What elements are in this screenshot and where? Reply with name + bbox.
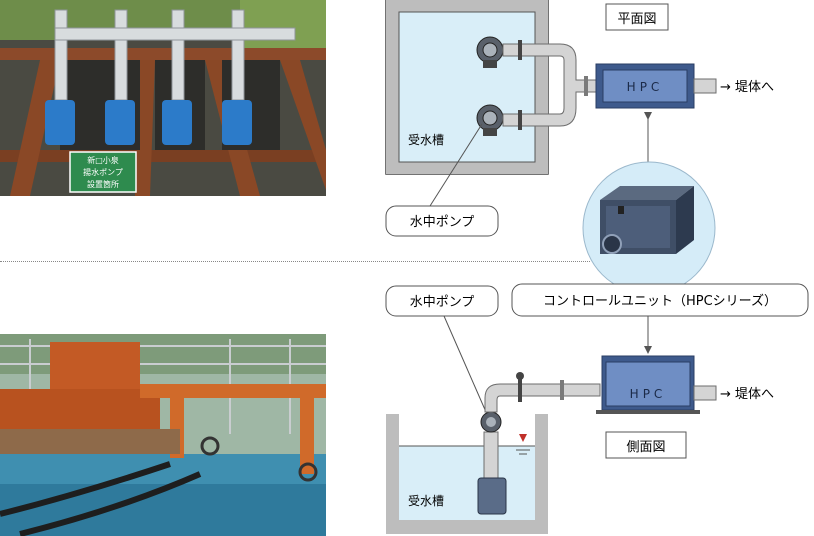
side-view: 受水槽 HPC → 堤体へ 側面図 (386, 355, 774, 534)
sign-line-1: 新□小泉 (87, 155, 119, 165)
plan-tank-label: 受水槽 (408, 133, 444, 147)
callout-control-unit-text: コントロールユニット（HPCシリーズ） (543, 293, 777, 309)
side-unit-label: HPC (630, 387, 667, 401)
callout-control-unit: コントロールユニット（HPCシリーズ） (511, 283, 809, 317)
plan-unit-label: HPC (627, 80, 664, 94)
callout-pump-bottom-text: 水中ポンプ (410, 295, 475, 310)
sign-line-2: 揚水ポンプ (83, 167, 123, 177)
callout-pump-top-text: 水中ポンプ (410, 215, 475, 230)
plan-pump-upper (476, 36, 504, 68)
side-tank-label: 受水槽 (408, 494, 444, 508)
section-divider (0, 261, 590, 262)
callout-pump-top: 水中ポンプ (385, 123, 499, 237)
photo-receiving-tank (0, 334, 326, 536)
plan-view-title: 平面図 (617, 12, 656, 27)
sign-line-3: 設置箇所 (87, 179, 119, 189)
control-unit-closeup (582, 112, 716, 354)
side-outlet-label: → 堤体へ (720, 387, 774, 402)
plan-outlet-label: → 堤体へ (720, 80, 774, 95)
plan-pump-lower (476, 104, 504, 136)
side-view-title: 側面図 (626, 440, 665, 455)
callout-pump-bottom: 水中ポンプ (385, 285, 499, 413)
photo-pump-installation: 新□小泉 揚水ポンプ 設置箇所 (0, 0, 326, 196)
plan-view: 受水槽 HPC → 堤体へ 平面図 (385, 0, 774, 175)
